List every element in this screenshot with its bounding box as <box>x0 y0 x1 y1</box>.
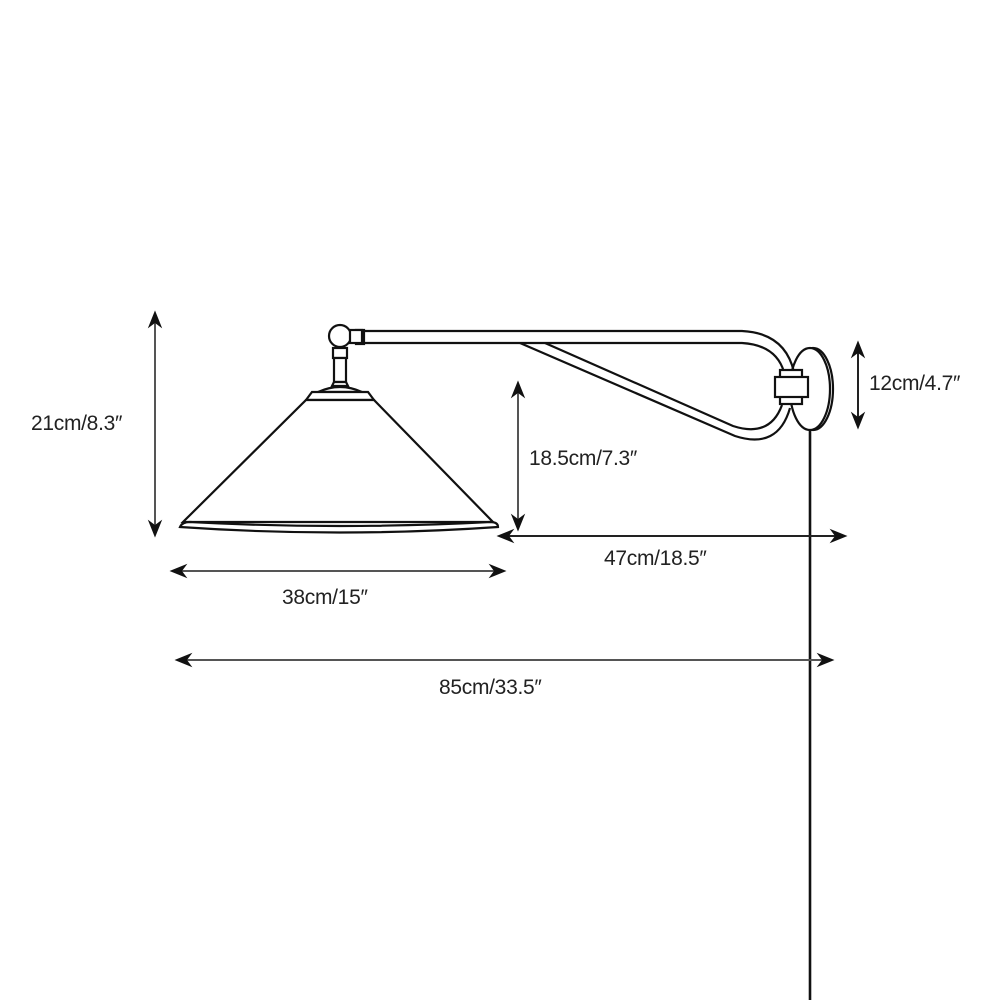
shade-top-ring <box>303 390 377 402</box>
swivel-joint <box>327 323 353 349</box>
arm-brace <box>519 341 792 441</box>
label-total-height: 21cm/8.3″ <box>31 412 123 435</box>
label-backplate-height: 12cm/4.7″ <box>869 372 961 395</box>
lamp-shade <box>180 398 496 524</box>
dimension-lines <box>147 310 866 668</box>
label-shade-height: 18.5cm/7.3″ <box>529 447 638 470</box>
lamp-stem <box>331 346 349 360</box>
label-total-length: 85cm/33.5″ <box>439 676 542 699</box>
lamp-illustration <box>178 323 835 1000</box>
horizontal-arm <box>360 329 796 373</box>
shade-rim <box>178 520 500 534</box>
label-shade-width: 38cm/15″ <box>282 586 368 609</box>
label-arm-extension: 47cm/18.5″ <box>604 547 707 570</box>
